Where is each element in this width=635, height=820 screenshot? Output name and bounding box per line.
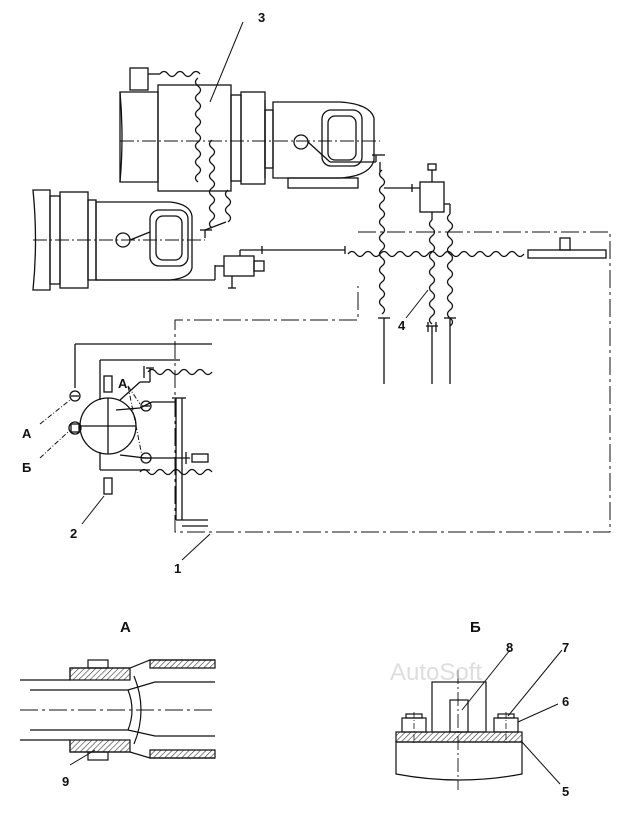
callout-2: 2 xyxy=(70,526,77,541)
callout-a-left: А xyxy=(22,426,32,441)
lower-engine-unit xyxy=(32,189,216,291)
callout-b: Б xyxy=(22,460,31,475)
callout-7: 7 xyxy=(562,640,569,655)
valve-left xyxy=(215,246,346,289)
upper-engine-unit xyxy=(119,67,380,192)
callout-4: 4 xyxy=(398,318,406,333)
detail-b-mount xyxy=(395,649,563,790)
detail-b-title: Б xyxy=(470,619,481,636)
callout-9: 9 xyxy=(62,774,69,789)
callout-6: 6 xyxy=(562,694,569,709)
valve-right xyxy=(372,154,451,220)
frame-outline xyxy=(174,231,611,533)
detail-a-pipe-joint xyxy=(20,659,216,766)
callout-a-right: А xyxy=(118,376,128,391)
callout-5: 5 xyxy=(562,784,569,799)
detail-a-title: А xyxy=(120,619,131,636)
callout-8: 8 xyxy=(506,640,513,655)
callout-1: 1 xyxy=(174,561,181,576)
watermark: AutoSoft xyxy=(390,659,482,686)
callout-3: 3 xyxy=(258,10,265,25)
